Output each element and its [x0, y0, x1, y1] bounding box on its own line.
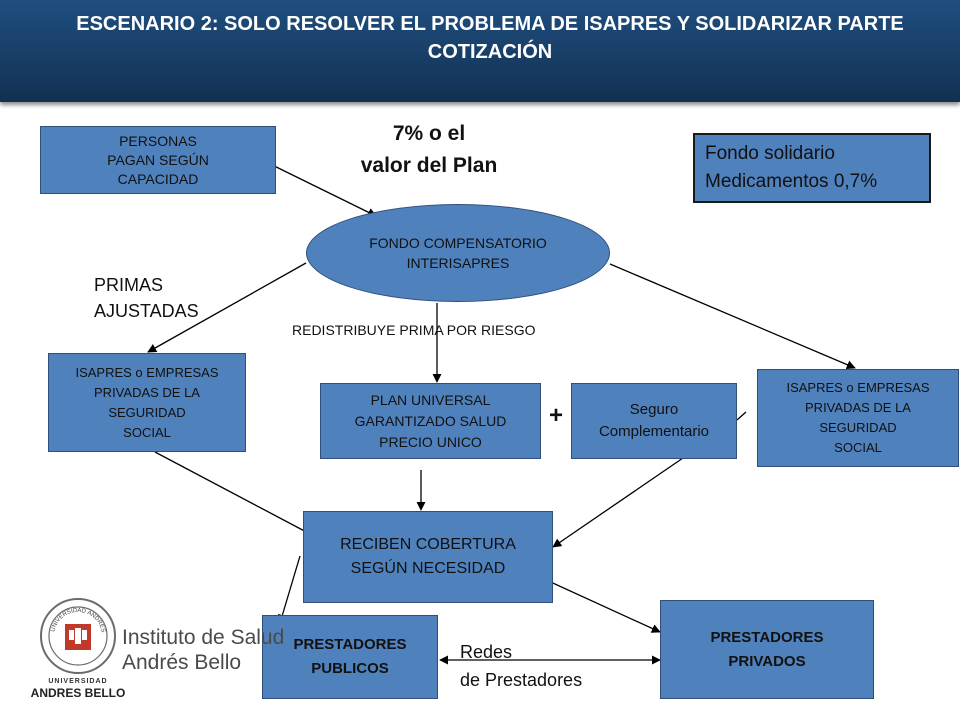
redistribuye-label: REDISTRIBUYE PRIMA POR RIESGO — [292, 322, 536, 338]
fondo-solidario-box: Fondo solidario Medicamentos 0,7% — [693, 133, 931, 203]
logo-name-line2: Andrés Bello — [122, 651, 242, 674]
fondo-solidario-text: Fondo solidario Medicamentos 0,7% — [705, 143, 878, 192]
seguro-text: Seguro Complementario — [598, 401, 710, 440]
isapres-right-text: ISAPRES o EMPRESAS PRIVADAS DE LA SEGURI… — [786, 380, 930, 455]
isapres-left-text: ISAPRES o EMPRESAS PRIVADAS DE LA SEGURI… — [75, 364, 219, 440]
isapres-left-box: ISAPRES o EMPRESAS PRIVADAS DE LA SEGURI… — [48, 353, 246, 452]
logo-university-line2: ANDRES BELLO — [30, 686, 126, 700]
prestadores-privados-box: PRESTADORES PRIVADOS — [660, 600, 874, 699]
isapres-right-box: ISAPRES o EMPRESAS PRIVADAS DE LA SEGURI… — [757, 369, 959, 467]
connector-isapres-right-stub — [736, 411, 747, 421]
prestadores-publicos-text: PRESTADORES PUBLICOS — [293, 636, 407, 677]
percent-label: 7% o el valor del Plan — [360, 122, 498, 177]
personas-text: PERSONAS PAGAN SEGÚN CAPACIDAD — [107, 132, 209, 187]
arrow-personas-to-fondo — [261, 159, 377, 217]
arrow-fondo-to-isapres-left — [147, 262, 307, 353]
plan-universal-text: PLAN UNIVERSAL GARANTIZADO SALUD PRECIO … — [354, 391, 507, 450]
logo-name-line1: Instituto de Salud — [122, 626, 285, 649]
redes-label: Redes de Prestadores — [460, 642, 583, 690]
arrow-fondo-to-isapres-right — [609, 263, 856, 369]
arrow-isapres-left-to-reciben — [154, 451, 313, 536]
logo-university-line1: UNIVERSIDAD — [48, 678, 108, 685]
fondo-compensatorio-ellipse: FONDO COMPENSATORIO INTERISAPRES — [306, 204, 610, 302]
reciben-box: RECIBEN COBERTURA SEGÚN NECESIDAD — [303, 511, 553, 603]
seguro-box: Seguro Complementario — [571, 383, 737, 459]
title-banner: ESCENARIO 2: SOLO RESOLVER EL PROBLEMA D… — [0, 0, 960, 102]
prestadores-privados-text: PRESTADORES PRIVADOS — [710, 628, 824, 670]
arrow-seguro-to-reciben — [552, 457, 684, 548]
primas-ajustadas-label: PRIMAS AJUSTADAS — [94, 275, 199, 321]
personas-box: PERSONAS PAGAN SEGÚN CAPACIDAD — [40, 126, 276, 194]
university-seal-icon: UNIVERSIDAD ANDRES BELLO — [38, 596, 116, 674]
fondo-compensatorio-text: FONDO COMPENSATORIO INTERISAPRES — [369, 235, 547, 271]
institution-logo: UNIVERSIDAD ANDRES BELLO Instituto de Sa… — [30, 596, 285, 706]
prestadores-publicos-box: PRESTADORES PUBLICOS — [262, 615, 438, 699]
plan-universal-box: PLAN UNIVERSAL GARANTIZADO SALUD PRECIO … — [320, 383, 541, 459]
plus-sign: + — [549, 402, 564, 429]
slide-title: ESCENARIO 2: SOLO RESOLVER EL PROBLEMA D… — [76, 13, 904, 63]
arrow-reciben-to-publicos — [277, 555, 301, 624]
reciben-text: RECIBEN COBERTURA SEGÚN NECESIDAD — [340, 536, 516, 577]
